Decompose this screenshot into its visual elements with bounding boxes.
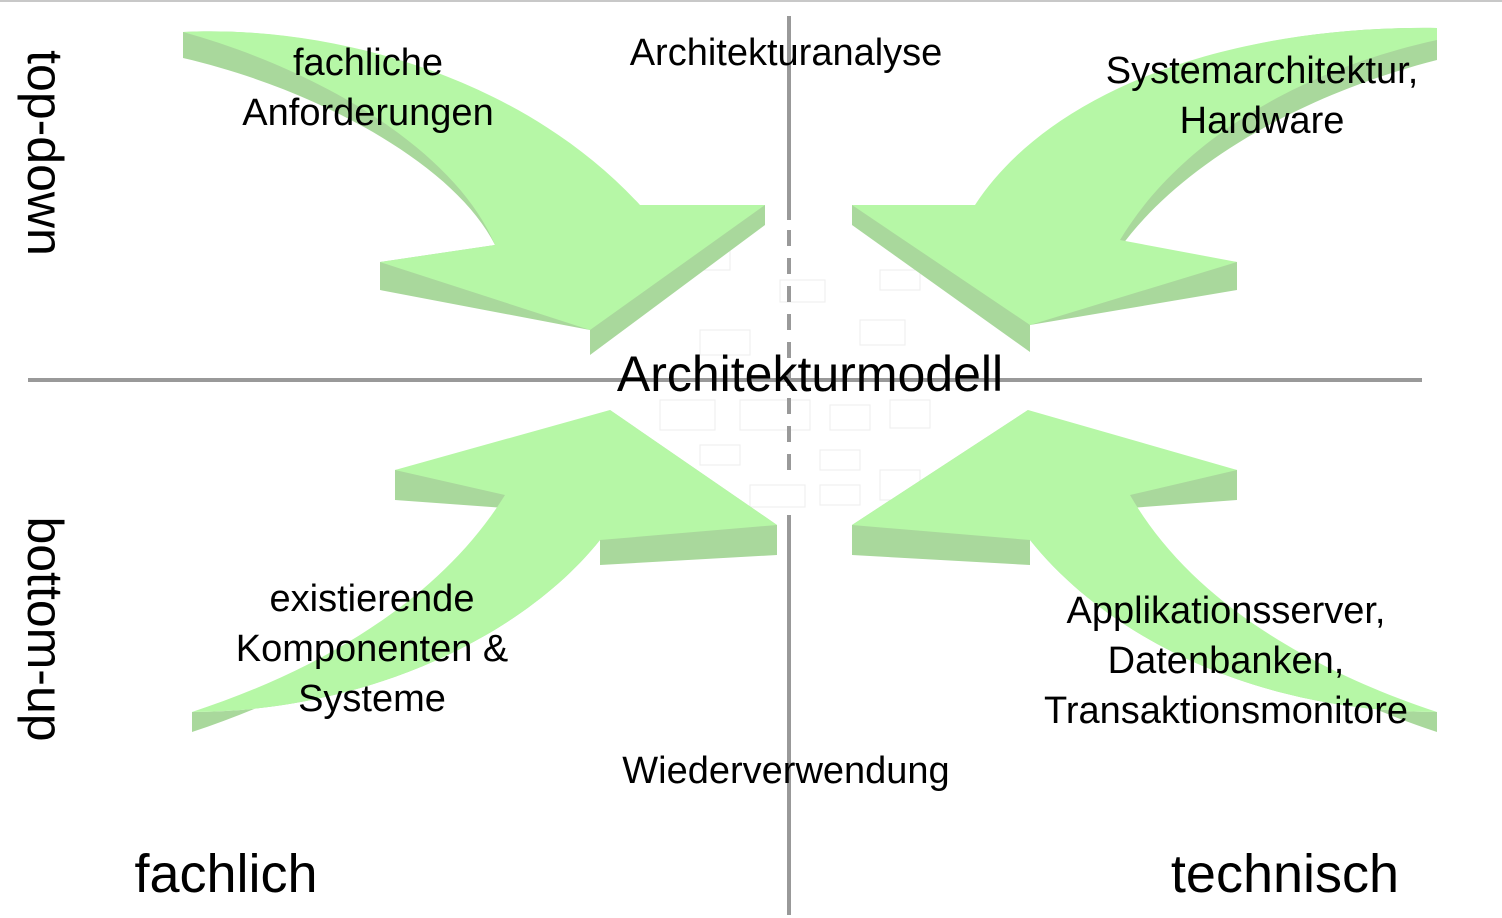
label-bottom-right: Applikationsserver, Datenbanken, Transak… [1044, 590, 1408, 732]
label-bottom-left: existierende Komponenten & Systeme [235, 578, 509, 720]
label-top-left: fachliche Anforderungen [242, 42, 494, 134]
arrow-top-right [852, 27, 1437, 353]
label-center: Architekturmodell [616, 346, 1004, 402]
background-model-sketch [659, 249, 931, 508]
label-top-right: Systemarchitektur, Hardware [1105, 50, 1419, 142]
arrow-top-left [183, 31, 765, 356]
axis-label-technisch: technisch [1170, 844, 1400, 904]
arrow-bottom-right [852, 410, 1437, 732]
arrow-bottom-left [192, 410, 777, 732]
top-border [0, 0, 1502, 2]
axis-label-top-down: top-down [17, 50, 73, 256]
label-top: Architekturanalyse [629, 32, 943, 74]
label-bottom: Wiederverwendung [622, 750, 950, 792]
axis-label-bottom-up: bottom-up [17, 516, 73, 742]
axis-label-fachlich: fachlich [134, 844, 318, 904]
